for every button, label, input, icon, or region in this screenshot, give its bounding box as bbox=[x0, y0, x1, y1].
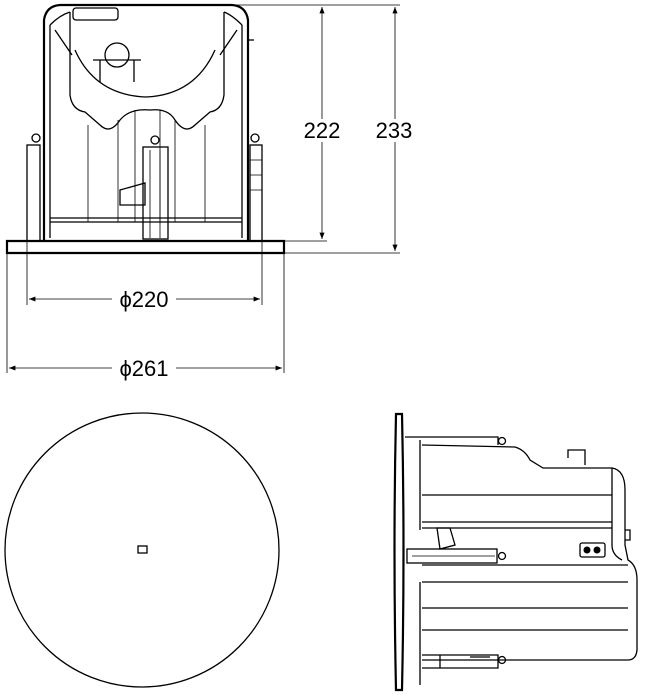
right-bracket bbox=[249, 144, 263, 242]
flange bbox=[5, 239, 286, 255]
dimension-lines bbox=[6, 4, 400, 373]
side-flange bbox=[393, 412, 405, 692]
left-bracket bbox=[26, 144, 41, 242]
bottom-view bbox=[4, 412, 280, 688]
mounting-screw bbox=[142, 146, 169, 240]
speaker-body-outline bbox=[42, 3, 250, 240]
logo-badge bbox=[137, 545, 148, 554]
cable-clamp bbox=[104, 42, 130, 68]
terminal bbox=[579, 542, 606, 558]
diameter-220-label: ϕ220 bbox=[119, 287, 168, 312]
diameter-261-label: ϕ261 bbox=[119, 356, 168, 381]
side-view bbox=[393, 412, 638, 692]
height-222-label: 222 bbox=[304, 118, 341, 143]
grille-circle bbox=[4, 412, 280, 688]
front-view bbox=[5, 3, 286, 255]
side-mounting-screw bbox=[406, 548, 498, 564]
height-233-label: 233 bbox=[376, 118, 413, 143]
